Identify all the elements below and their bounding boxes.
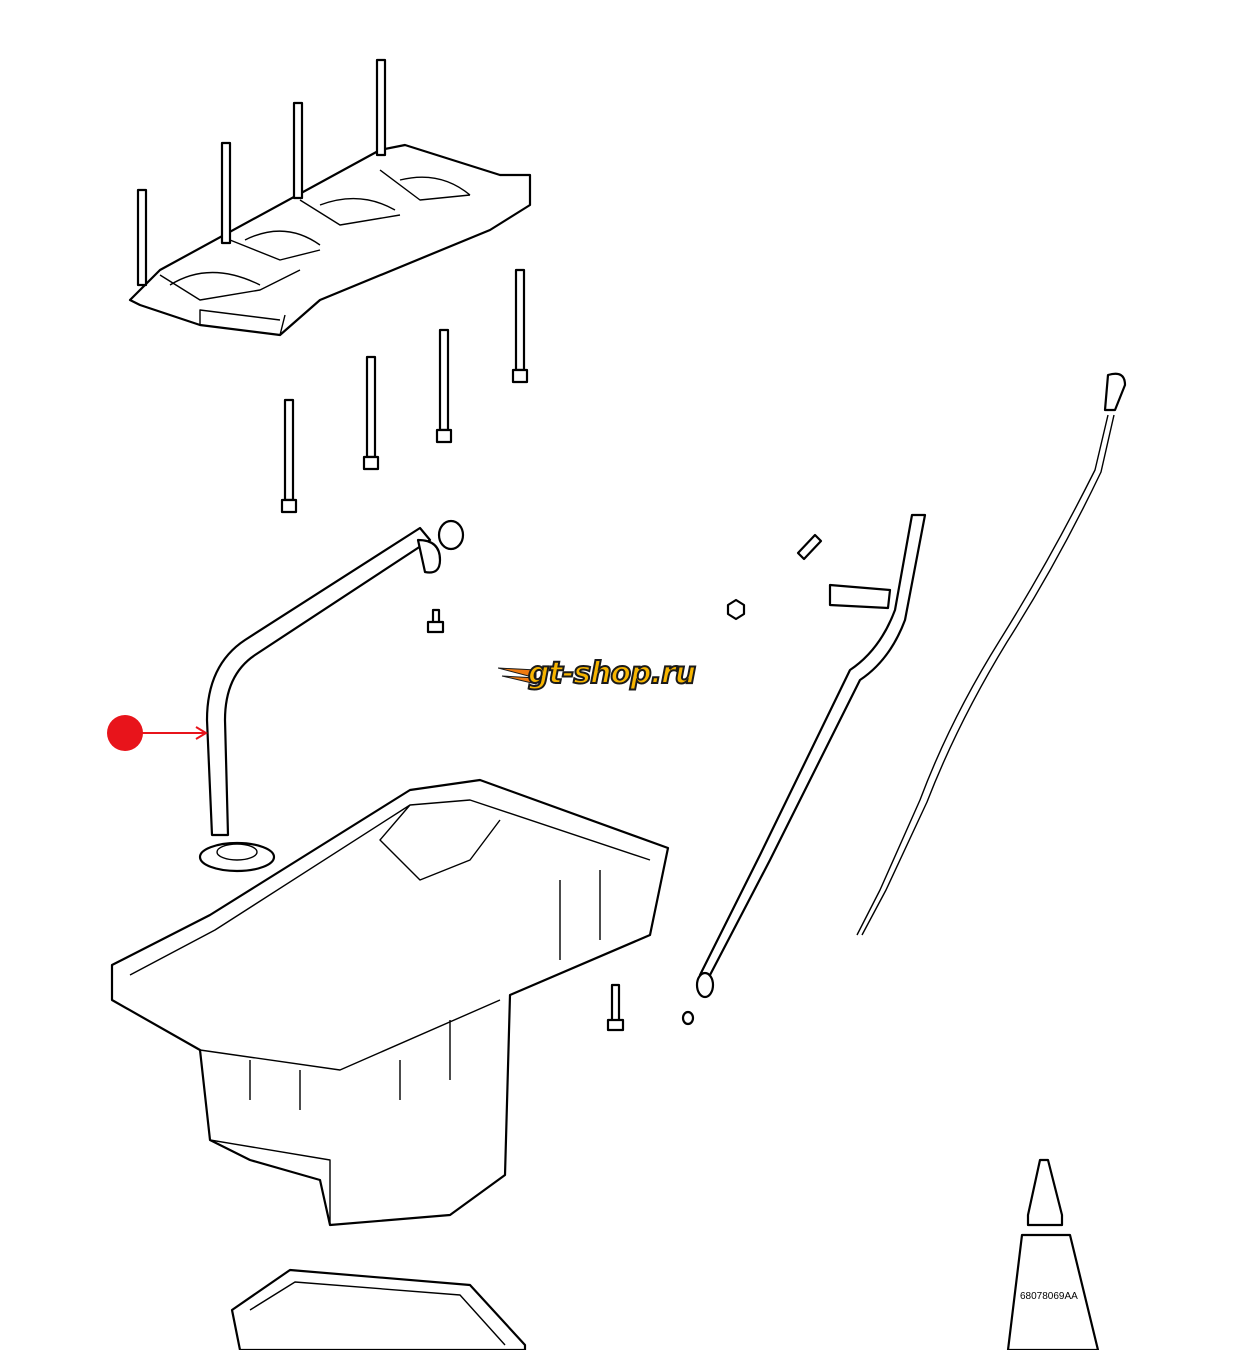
logo-text: gt-shop.ru [527, 655, 697, 692]
dipstick [856, 372, 1127, 936]
oil-pickup-tube [198, 519, 465, 873]
bedplate-studs [136, 58, 387, 287]
speed-streaks-icon [498, 667, 537, 685]
watermark-logo: gt-shop.ru [498, 655, 738, 692]
callout-marker [107, 715, 208, 751]
dipstick-tube [681, 513, 927, 1026]
bedplate [128, 143, 532, 337]
sealant-part-number: 68078069AA [1020, 1291, 1078, 1302]
oil-pan-bolts [280, 268, 625, 1032]
sealant-tube [1006, 1158, 1100, 1350]
oil-pan [110, 778, 670, 1227]
lower-oil-pan [230, 1268, 527, 1350]
